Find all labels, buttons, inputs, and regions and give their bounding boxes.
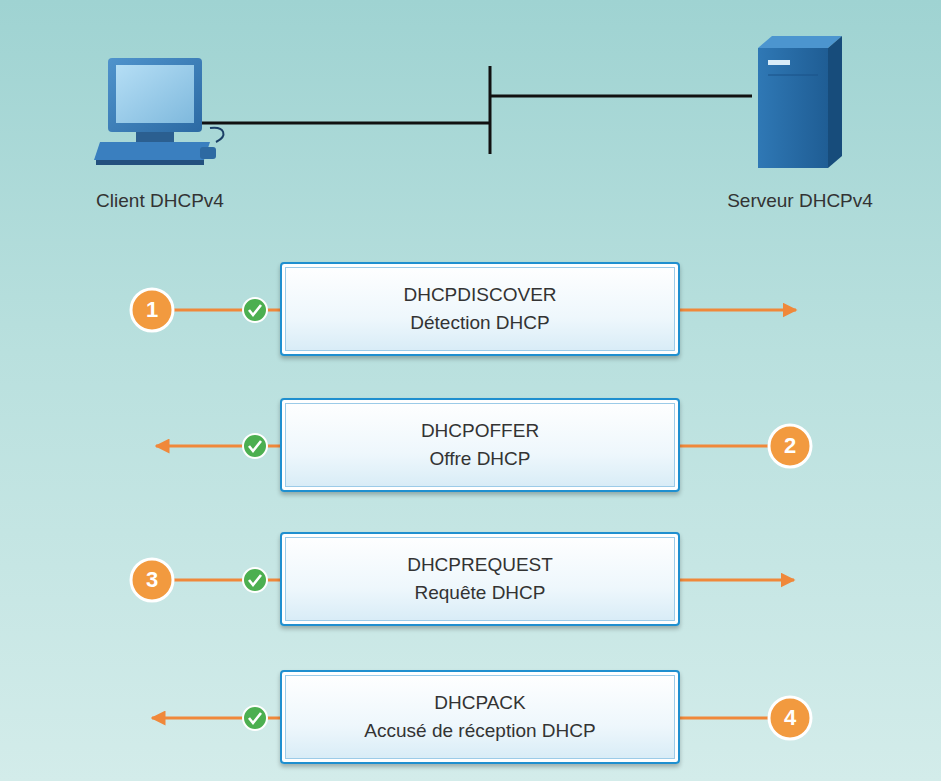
message-name: DHCPACK [434, 689, 526, 717]
message-name: DHCPREQUEST [407, 551, 553, 579]
server-tower [758, 36, 842, 168]
message-box: DHCPREQUESTRequête DHCP [280, 532, 680, 626]
network-line [200, 66, 752, 154]
callout-number: 2 [770, 426, 810, 466]
callout-number: 1 [132, 290, 172, 330]
callout-number: 3 [132, 560, 172, 600]
message-box: DHCPDISCOVERDétection DHCP [280, 262, 680, 356]
check-mark [243, 298, 267, 730]
device-label: Client DHCPv4 [96, 190, 224, 212]
callout-number: 4 [770, 698, 810, 738]
message-description: Offre DHCP [429, 445, 530, 473]
message-box: DHCPACKAccusé de réception DHCP [280, 670, 680, 764]
message-description: Détection DHCP [410, 309, 549, 337]
message-arrow [152, 310, 796, 718]
message-description: Accusé de réception DHCP [364, 717, 595, 745]
message-name: DHCPOFFER [421, 417, 539, 445]
message-box: DHCPOFFEROffre DHCP [280, 398, 680, 492]
message-description: Requête DHCP [415, 579, 546, 607]
device-label: Serveur DHCPv4 [727, 190, 873, 212]
client-computer [94, 58, 223, 165]
message-name: DHCPDISCOVER [403, 281, 556, 309]
